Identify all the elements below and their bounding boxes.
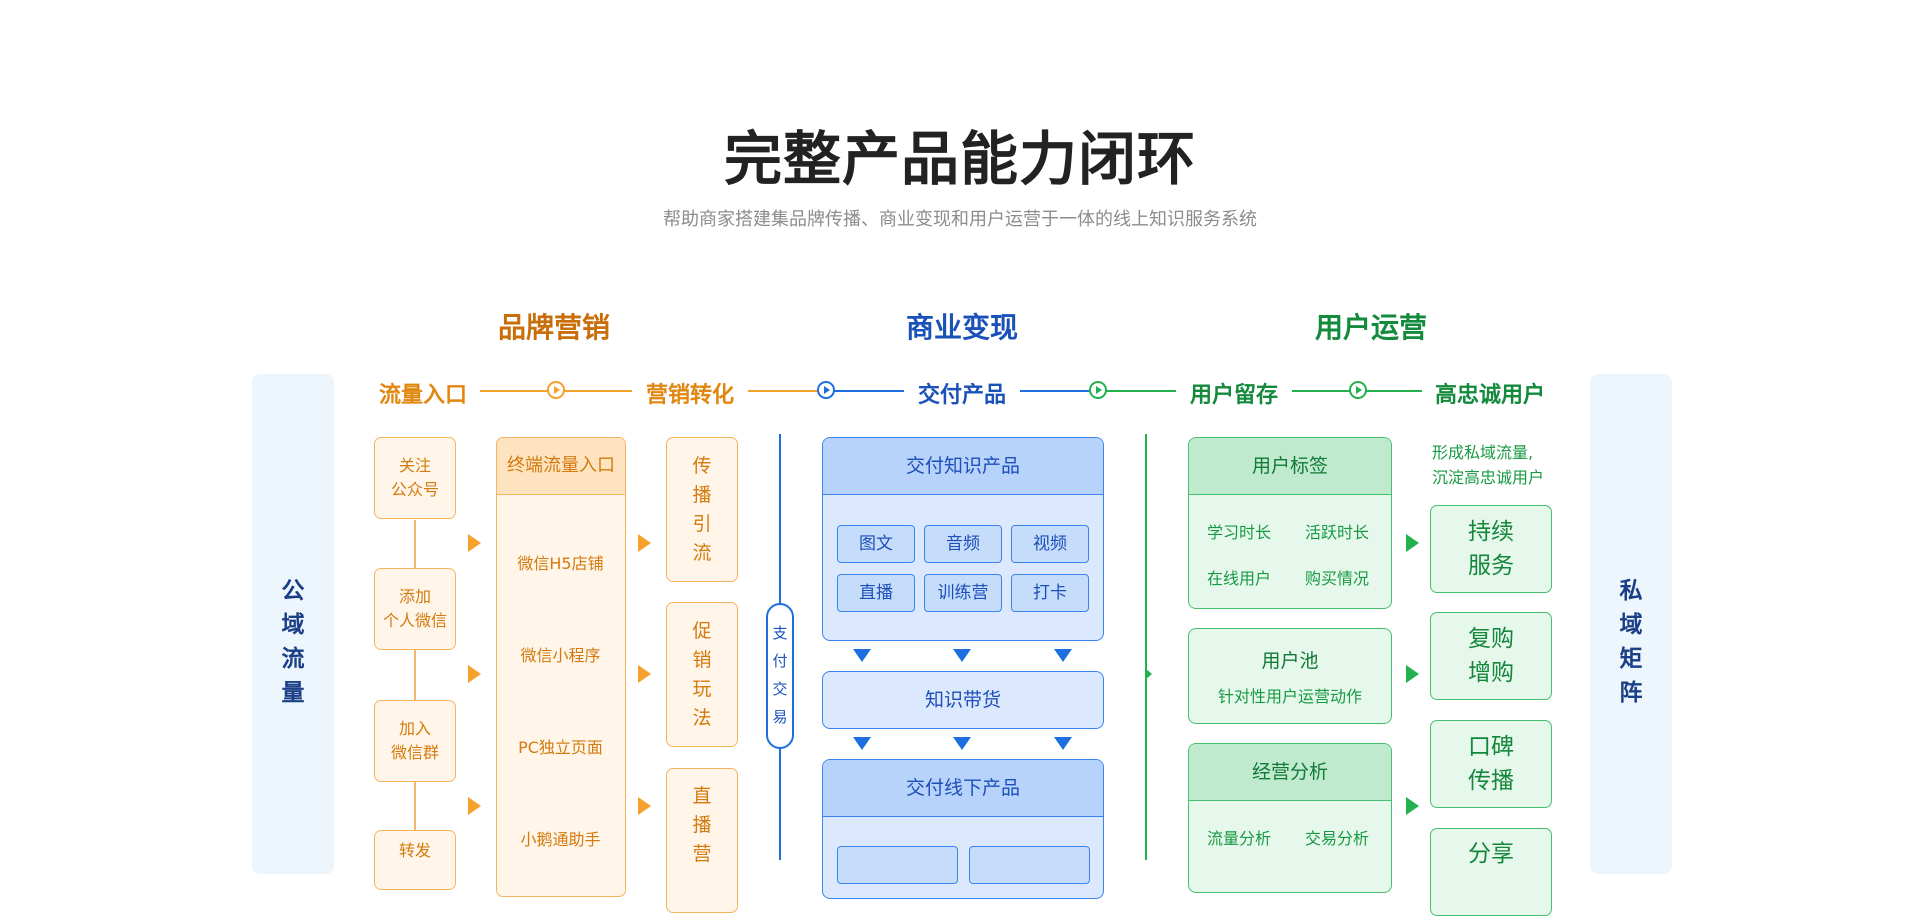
public-traffic-panel: 公 域 流 量 — [252, 374, 334, 874]
arrow-right-icon — [638, 665, 651, 683]
flow-line-blue-1 — [824, 390, 904, 392]
terminal-title: 终端流量入口 — [497, 438, 625, 495]
tag-purchase-status: 购买情况 — [1305, 569, 1370, 588]
flow-node-icon — [547, 381, 565, 399]
payment-transaction-pill: 支 付 交 易 — [766, 603, 794, 749]
arrow-right-icon — [1406, 797, 1419, 815]
stage-marketing: 营销转化 — [645, 383, 734, 408]
arrow-down-icon — [953, 737, 971, 750]
analysis-transactions: 交易分析 — [1305, 829, 1370, 848]
marketing-spread-traffic: 传播引流 — [666, 437, 738, 582]
page-subtitle: 帮助商家搭建集品牌传播、商业变现和用户运营于一体的线上知识服务系统 — [663, 209, 1257, 230]
user-pool-desc: 针对性用户运营动作 — [1217, 687, 1362, 706]
side-right-char: 域 — [1619, 612, 1643, 638]
arrow-right-icon — [1406, 665, 1419, 683]
marketing-live: 直播营 — [666, 768, 738, 913]
entry-forward: 转发 — [374, 830, 456, 890]
knowledge-products-panel: 交付知识产品 图文 音频 视频 直播 训练营 打卡 — [822, 437, 1104, 641]
chip-live: 直播 — [837, 574, 915, 612]
result-share: 分享 — [1430, 828, 1552, 916]
private-matrix-panel: 私 域 矩 阵 — [1590, 374, 1672, 874]
terminal-item: PC独立页面 — [518, 738, 603, 757]
divider-arrow-icon — [1145, 668, 1152, 680]
business-analysis-panel: 经营分析 流量分析 交易分析 — [1188, 743, 1392, 893]
flow-line-orange-2 — [748, 390, 824, 392]
chip-audio: 音频 — [924, 525, 1002, 563]
side-left-char: 公 — [281, 578, 305, 604]
flow-node-icon — [817, 381, 835, 399]
arrow-right-icon — [468, 665, 481, 683]
result-continuous-service: 持续服务 — [1430, 505, 1552, 593]
chip-training-camp: 训练营 — [924, 574, 1002, 612]
side-right-char: 私 — [1619, 578, 1643, 604]
arrow-down-icon — [1054, 649, 1072, 662]
section-title-brand: 品牌营销 — [497, 311, 610, 344]
entry-join-wechat-group: 加入微信群 — [374, 700, 456, 782]
business-analysis-title: 经营分析 — [1189, 744, 1391, 801]
side-left-char: 流 — [281, 646, 305, 672]
entry-add-personal-wechat: 添加个人微信 — [374, 568, 456, 650]
knowledge-products-title: 交付知识产品 — [823, 438, 1103, 495]
side-left-char: 量 — [281, 680, 305, 706]
arrow-down-icon — [1054, 737, 1072, 750]
loyal-note: 形成私域流量, 沉淀高忠诚用户 — [1432, 443, 1545, 487]
offline-products-title: 交付线下产品 — [823, 760, 1103, 817]
terminal-traffic-panel: 终端流量入口 微信H5店铺 微信小程序 PC独立页面 小鹅通助手 — [496, 437, 626, 897]
side-left-char: 域 — [281, 612, 305, 638]
section-title-monetize: 商业变现 — [905, 311, 1018, 344]
stage-delivery: 交付产品 — [917, 383, 1006, 408]
stage-retention: 用户留存 — [1189, 383, 1278, 408]
offline-chip — [837, 846, 958, 884]
tag-online-users: 在线用户 — [1207, 569, 1272, 588]
side-right-char: 矩 — [1619, 646, 1643, 672]
chip-check-in: 打卡 — [1011, 574, 1089, 612]
tag-study-time: 学习时长 — [1207, 523, 1272, 542]
offline-products-panel: 交付线下产品 — [822, 759, 1104, 899]
arrow-right-icon — [1406, 534, 1419, 552]
arrow-down-icon — [853, 737, 871, 750]
user-pool-title: 用户池 — [1261, 650, 1319, 672]
arrow-down-icon — [953, 649, 971, 662]
entry-follow-official-account: 关注公众号 — [374, 437, 456, 519]
entry-connector-line — [414, 520, 416, 860]
arrow-right-icon — [638, 534, 651, 552]
chip-video: 视频 — [1011, 525, 1089, 563]
divider-green — [1145, 434, 1147, 860]
terminal-item: 小鹅通助手 — [520, 830, 601, 849]
flow-node-icon — [1349, 381, 1367, 399]
marketing-promotion: 促销玩法 — [666, 602, 738, 747]
chip-graphic-text: 图文 — [837, 525, 915, 563]
tag-active-time: 活跃时长 — [1305, 523, 1370, 542]
result-word-of-mouth: 口碑传播 — [1430, 720, 1552, 808]
flow-line-blue-2 — [1020, 390, 1096, 392]
arrow-down-icon — [853, 649, 871, 662]
user-tags-title: 用户标签 — [1189, 438, 1391, 495]
flow-line-green-1 — [1096, 390, 1176, 392]
arrow-right-icon — [638, 797, 651, 815]
side-right-char: 阵 — [1619, 680, 1643, 706]
user-pool-panel: 用户池 针对性用户运营动作 — [1188, 628, 1392, 724]
offline-chip — [969, 846, 1090, 884]
stage-loyal-users: 高忠诚用户 — [1434, 383, 1545, 408]
flow-node-icon — [1089, 381, 1107, 399]
result-repurchase: 复购增购 — [1430, 612, 1552, 700]
arrow-right-icon — [468, 534, 481, 552]
stage-traffic-entry: 流量入口 — [378, 383, 467, 408]
terminal-item: 微信H5店铺 — [517, 554, 604, 573]
knowledge-goods-box: 知识带货 — [822, 671, 1104, 729]
analysis-traffic: 流量分析 — [1207, 829, 1272, 848]
user-tags-panel: 用户标签 学习时长 活跃时长 在线用户 购买情况 — [1188, 437, 1392, 609]
arrow-right-icon — [468, 797, 481, 815]
terminal-item: 微信小程序 — [520, 646, 601, 665]
section-title-operate: 用户运营 — [1314, 311, 1427, 344]
page-title: 完整产品能力闭环 — [723, 125, 1196, 193]
